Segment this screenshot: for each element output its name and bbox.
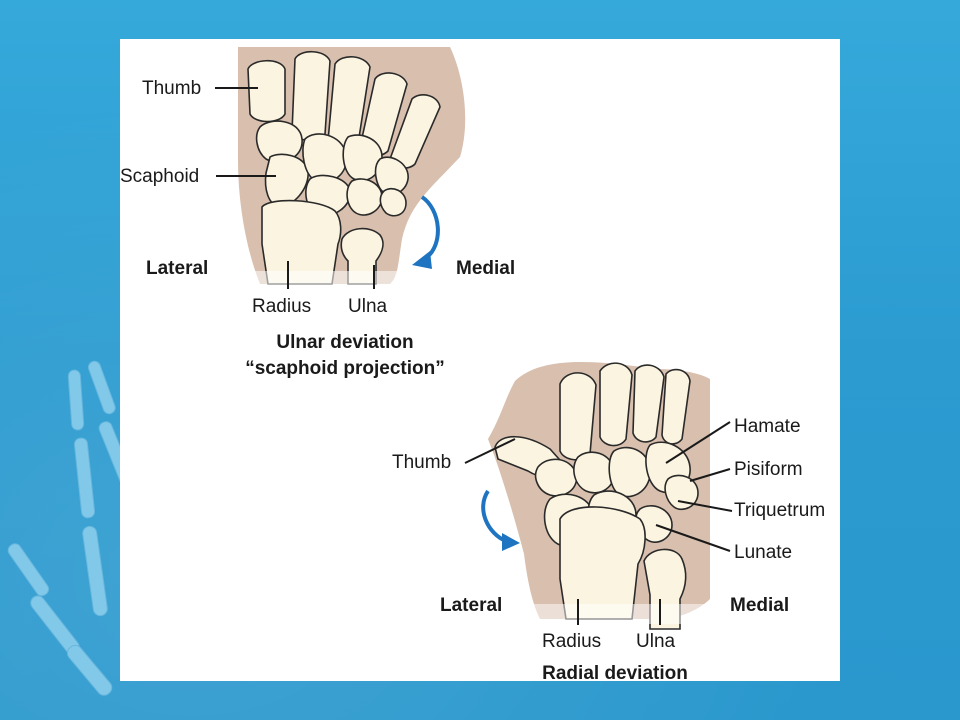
label-hamate: Hamate — [734, 416, 801, 437]
label-thumb-top: Thumb — [142, 78, 202, 99]
label-radius-top: Radius — [252, 296, 312, 317]
wrist-illustrations — [215, 47, 733, 630]
caption-scaphoid-projection: “scaphoid projection” — [245, 358, 445, 379]
label-thumb-bottom: Thumb — [392, 452, 452, 473]
label-lateral-top: Lateral — [146, 258, 209, 279]
diagram-panel: Thumb Scaphoid Lateral Medial Radius Uln… — [120, 39, 840, 681]
curved-arrow-icon — [420, 195, 440, 261]
curved-arrow-icon — [481, 489, 507, 543]
label-pisiform: Pisiform — [734, 459, 803, 480]
label-ulna-bottom: Ulna — [636, 631, 676, 652]
label-medial-top: Medial — [456, 258, 516, 279]
label-lateral-bottom: Lateral — [440, 595, 503, 616]
label-triquetrum: Triquetrum — [734, 500, 826, 521]
label-lunate: Lunate — [734, 542, 793, 563]
label-scaphoid: Scaphoid — [120, 166, 200, 187]
label-radius-bottom: Radius — [542, 631, 602, 652]
label-ulna-top: Ulna — [348, 296, 388, 317]
ulnar-deviation-wrist — [215, 47, 466, 289]
label-medial-bottom: Medial — [730, 595, 790, 616]
caption-radial-deviation: Radial deviation — [542, 663, 688, 681]
caption-ulnar-deviation: Ulnar deviation — [276, 332, 414, 353]
radial-deviation-wrist — [464, 361, 733, 630]
